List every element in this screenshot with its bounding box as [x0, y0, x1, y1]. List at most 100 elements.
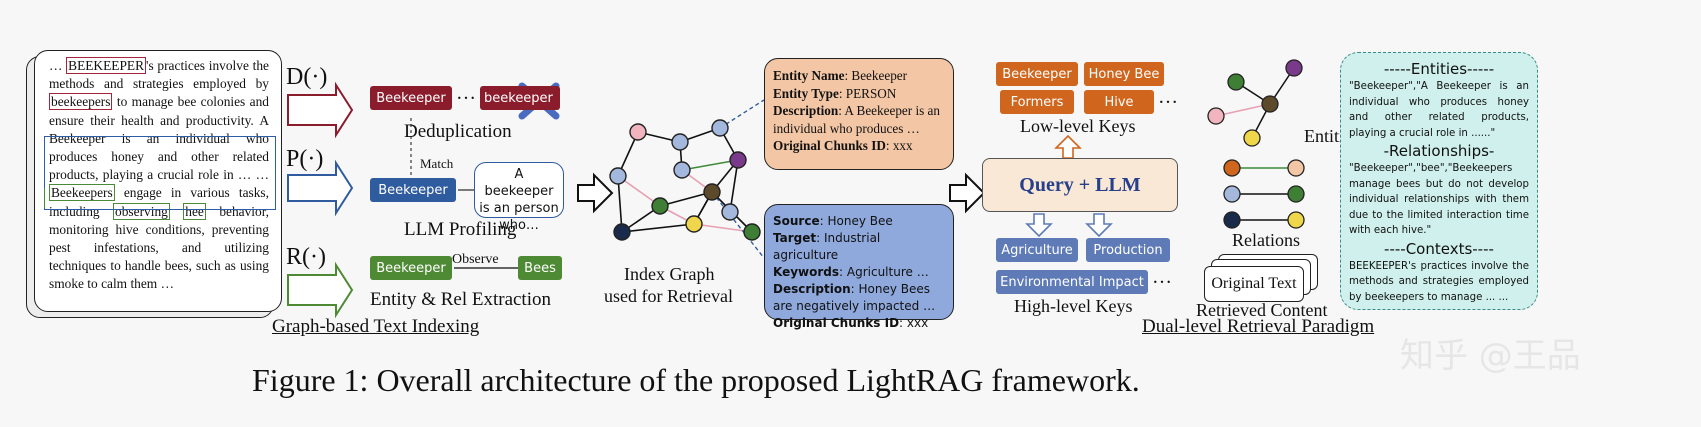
relation-source-label: Source [773, 214, 820, 228]
up-arrow [1054, 134, 1082, 159]
low-key-formers: Formers [1000, 90, 1074, 114]
graph-node [711, 119, 729, 137]
profiling-group-outline [44, 136, 276, 210]
relation-node [1287, 185, 1305, 203]
highlight-beekeepers: beekeepers [49, 93, 113, 111]
profile-caption: LLM Profiling [404, 219, 517, 240]
entities-heading: -----Entities----- [1383, 60, 1495, 78]
text-segment: 's practices involve the methods and str… [49, 58, 269, 92]
entity-name-value: : Beekeeper [844, 68, 908, 83]
contexts-text: BEEKEEPER's practices involve the method… [1349, 260, 1529, 303]
relation-node [1287, 211, 1305, 229]
low-key-beekeeper: Beekeeper [996, 62, 1078, 86]
relation-card: Source: Honey Bee Target: Industrial agr… [764, 204, 954, 330]
entity-name-label: Entity Name [773, 68, 845, 83]
low-keys-caption: Low-level Keys [1020, 116, 1136, 136]
entity-chunks-value: : xxx [885, 138, 913, 154]
relation-card-leader [711, 191, 765, 259]
graph-node [671, 133, 689, 151]
relation-chunks-value: : xxx [899, 316, 929, 330]
relation-source-value: : Honey Bee [819, 214, 893, 228]
relation-entity-right: Bees [518, 256, 562, 280]
entity-type-value: : PERSON [838, 85, 897, 101]
high-keys-caption: High-level Keys [1014, 296, 1133, 316]
text-segment: … [49, 58, 67, 73]
entity-node [1285, 59, 1303, 77]
profile-operator: P(·) [286, 146, 324, 172]
relation-chunks-label: Original Chunks ID [773, 316, 900, 330]
original-text-card: Original Text [1204, 266, 1304, 302]
entity-type-label: Entity Type [773, 85, 839, 101]
entity-node [1243, 129, 1261, 147]
entity-node [1227, 73, 1245, 91]
dedup-entity-left: Beekeeper [370, 86, 452, 110]
relation-entity-left: Beekeeper [370, 256, 452, 280]
dedup-operator: D(·) [286, 64, 328, 90]
profile-entity: Beekeeper [370, 178, 456, 202]
down-arrow-left [1025, 213, 1053, 238]
contexts-heading: ----Contexts---- [1384, 239, 1494, 258]
low-key-honey-bee: Honey Bee [1084, 62, 1164, 86]
graph-node [685, 215, 703, 233]
relation-target-label: Target [773, 231, 817, 245]
text-segment: engage in various tasks, including [49, 185, 269, 219]
extract-operator: R(·) [286, 244, 326, 270]
entity-desc-value: : A Beekeeper is an individual who produ… [773, 103, 941, 136]
relation-node [1223, 211, 1241, 229]
relation-node [1287, 159, 1305, 177]
highlight-beekeepers-2: Beekeepers [49, 184, 115, 202]
retrieval-section-title: Dual-level Retrieval Paradigm [1142, 316, 1375, 337]
graph-node [629, 123, 647, 141]
extract-caption: Entity & Rel Extraction [370, 289, 551, 310]
low-keys-ellipsis: … [1158, 86, 1178, 108]
dedup-entity-duplicate: beekeeper [480, 86, 560, 110]
graph-caption-line1: Index Graph [624, 264, 715, 284]
entity-node [1207, 107, 1225, 125]
indexing-section-title: Graph-based Text Indexing [272, 316, 480, 337]
high-keys-ellipsis: … [1152, 266, 1172, 288]
graph-node [729, 151, 747, 169]
dedup-caption: Deduplication [404, 121, 512, 142]
relationships-heading: -Relationships- [1383, 142, 1495, 160]
graph-node [673, 161, 691, 179]
extraction-group-outline [44, 188, 275, 208]
graph-node [703, 183, 721, 201]
to-query-arrow [949, 172, 986, 214]
source-text-card: … BEEKEEPER's practices involve the meth… [34, 50, 282, 312]
graph-node [743, 223, 761, 241]
graph-node [613, 223, 631, 241]
graph-node [721, 203, 739, 221]
dedup-arrow [287, 81, 354, 139]
graph-node [609, 167, 627, 185]
query-llm-box: Query + LLM [982, 158, 1178, 212]
high-key-environmental-impact: Environmental Impact [996, 270, 1148, 294]
extract-arrow [287, 261, 354, 319]
entity-desc-label: Description [773, 103, 839, 119]
text-segment: behavior, monitoring hive conditions, pr… [49, 203, 269, 292]
profile-arrow [287, 159, 354, 217]
relation-node [1223, 159, 1241, 177]
entity-node [1261, 95, 1279, 113]
highlight-observing: observing [113, 202, 170, 220]
relation-keywords-label: Keywords [773, 265, 840, 279]
dedup-ellipsis: … [456, 82, 476, 104]
graph-caption-line2: used for Retrieval [604, 286, 733, 306]
watermark: 知乎 @王品 [1400, 336, 1581, 376]
context-panel: -----Entities----- "Beekeeper","A Beekee… [1340, 52, 1538, 310]
figure-caption: Figure 1: Overall architecture of the pr… [252, 362, 1140, 398]
high-key-production: Production [1086, 238, 1170, 262]
high-key-agriculture: Agriculture [996, 238, 1078, 262]
down-arrow-right [1085, 213, 1113, 238]
low-key-hive: Hive [1084, 90, 1154, 114]
entity-card: Entity Name: Beekeeper Entity Type: PERS… [764, 58, 954, 170]
entities-text: "Beekeeper","A Beekeeper is an individua… [1349, 81, 1529, 139]
text-segment: to manage bee colonies and ensure their … [49, 94, 269, 183]
relationships-text: "Beekeeper","bee","Beekeepers manage bee… [1349, 163, 1529, 236]
relation-desc-label: Description [773, 282, 851, 296]
relation-keywords-value: : Agriculture … [839, 265, 929, 279]
relation-node [1223, 185, 1241, 203]
